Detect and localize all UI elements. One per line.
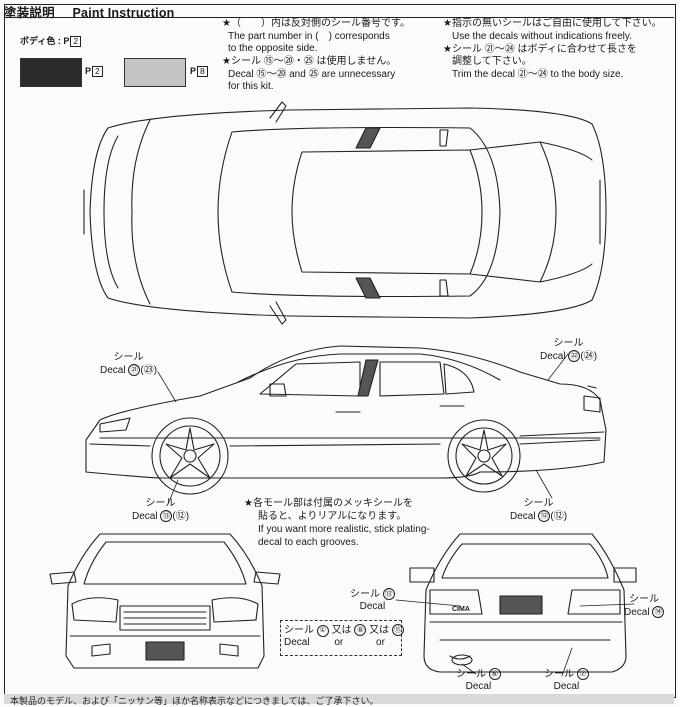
front-plate-callout-box — [280, 620, 402, 656]
callout-rear-left: シール ⑬ Decal — [350, 588, 395, 612]
plating-note-en2: decal to each grooves. — [258, 537, 359, 548]
callout-side-upper-left: シール Decal ㉑(㉓) — [100, 352, 158, 376]
note1-jp: ★（ ）内は反対側のシール番号です。 — [222, 18, 410, 29]
note4-jp: ★シール ㉑～㉔ はボディに合わせて長さを — [443, 44, 637, 55]
note3-en: Use the decals without indications freel… — [452, 31, 632, 42]
callout-side-lower-right: シール Decal ⑫(⑫) — [510, 498, 568, 522]
rear-badge: CIMA — [452, 606, 470, 613]
front-plate-callout: シール ① 又は ⑧ 又は ⑪ Decal or or — [284, 624, 404, 649]
swatch-gray — [124, 58, 186, 87]
title-en: Paint Instruction — [72, 6, 175, 20]
plating-note-en1: If you want more realistic, stick platin… — [258, 524, 430, 535]
note2-jp: ★シール ⑮～⑳・㉕ は使用しません。 — [222, 56, 397, 67]
note2-en2: for this kit. — [228, 81, 274, 92]
note4-jp2: 調整して下さい。 — [452, 56, 532, 67]
title-jp: 塗装説明 — [4, 6, 55, 20]
callout-rear-bottom-right: シール ⑦ Decal — [544, 668, 589, 692]
side-view-car — [85, 345, 607, 495]
note2-en1: Decal ⑮～⑳ and ㉕ are unnecessary — [228, 69, 396, 80]
leader-lines — [157, 353, 635, 677]
note4-en: Trim the decal ㉑～㉔ to the body size. — [452, 69, 624, 80]
bottom-band — [4, 694, 674, 704]
plating-note-jp2: 貼ると、よりリアルになります。 — [258, 511, 407, 522]
callout-rear-bottom-left: シール ⑥ Decal — [456, 668, 501, 692]
note1-en2: to the opposite side. — [228, 43, 318, 54]
plating-note-jp1: ★各モール部は付属のメッキシールを — [244, 498, 413, 509]
note1-en1: The part number in ( ) corresponds — [228, 31, 390, 42]
page-title: 塗装説明 Paint Instruction — [4, 2, 189, 21]
rear-view-car — [409, 533, 637, 673]
callout-side-lower-left: シール Decal ⑬(⑫) — [132, 498, 190, 522]
swatch-dark — [20, 58, 82, 87]
front-view-car — [49, 533, 281, 669]
callout-rear-right: シール Decal ⑭ — [624, 594, 665, 618]
header-rule — [4, 17, 674, 18]
top-view-car — [83, 101, 607, 325]
note3-jp: ★指示の無いシールはご自由に使用して下さい。 — [443, 18, 662, 29]
bottom-footnote: 本製品のモデル、および「ニッサン等」ほか名称表示などにつきましては、ご了承下さい… — [10, 696, 379, 706]
callout-side-upper-right: シール Decal ㉒(㉔) — [540, 338, 598, 362]
